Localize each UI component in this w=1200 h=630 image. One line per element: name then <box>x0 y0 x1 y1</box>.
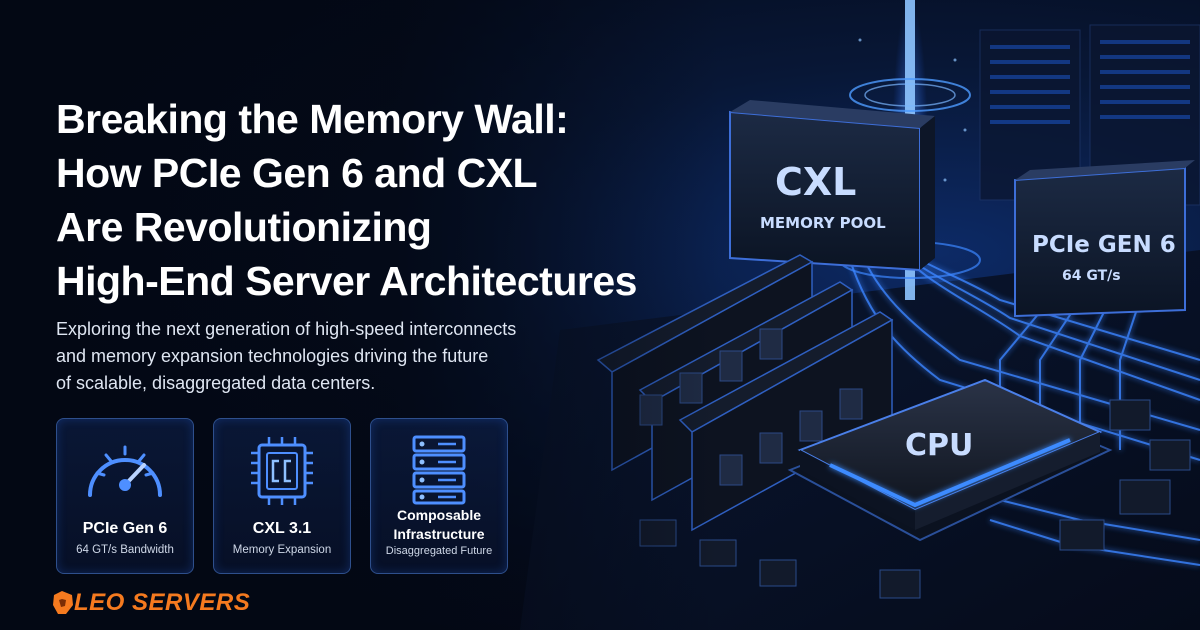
cxl-memory-pool-module: CXL MEMORY POOL <box>729 100 935 272</box>
card-subtitle: 64 GT/s Bandwidth <box>76 544 174 556</box>
chip-icon <box>251 437 313 505</box>
cxl-module-subtitle: MEMORY POOL <box>760 214 886 232</box>
card-title: CXL 3.1 <box>252 520 312 537</box>
cpu-label: CPU <box>905 428 973 463</box>
card-title: Composable <box>396 507 481 523</box>
subtitle-line: and memory expansion technologies drivin… <box>56 346 489 366</box>
subtitle-line: of scalable, disaggregated data centers. <box>56 373 376 393</box>
server-rack-icon <box>412 435 466 505</box>
card-title: PCIe Gen 6 <box>82 520 168 537</box>
subtitle-line: Exploring the next generation of high-sp… <box>56 319 517 339</box>
card-title: Infrastructure <box>393 526 485 542</box>
page-title: Breaking the Memory Wall: How PCIe Gen 6… <box>56 92 696 308</box>
title-line: Breaking the Memory Wall: <box>56 96 569 142</box>
lion-head-icon <box>53 591 73 614</box>
card-subtitle: Disaggregated Future <box>385 545 493 557</box>
page-subtitle: Exploring the next generation of high-sp… <box>56 316 616 397</box>
card-subtitle: Memory Expansion <box>232 544 332 556</box>
title-line: How PCIe Gen 6 and CXL <box>56 150 538 196</box>
cxl-module-title: CXL <box>775 160 856 204</box>
feature-card-composable: Composable Infrastructure Disaggregated … <box>370 418 508 574</box>
pcie-gen6-module: PCIe GEN 6 64 GT/s <box>1014 160 1195 318</box>
title-line: Are Revolutionizing <box>56 204 432 250</box>
speedometer-icon <box>88 445 162 497</box>
feature-card-cxl: CXL 3.1 Memory Expansion <box>213 418 351 574</box>
brand-logo-text: LEO SERVERS <box>74 589 251 616</box>
brand-logo[interactable]: LEO SERVERS <box>52 588 250 618</box>
title-line: High-End Server Architectures <box>56 258 637 304</box>
pcie-module-title: PCIe GEN 6 <box>1032 232 1176 258</box>
pcie-module-subtitle: 64 GT/s <box>1062 268 1121 284</box>
feature-card-pcie: PCIe Gen 6 64 GT/s Bandwidth <box>56 418 194 574</box>
cpu-chip: CPU <box>787 378 1113 542</box>
